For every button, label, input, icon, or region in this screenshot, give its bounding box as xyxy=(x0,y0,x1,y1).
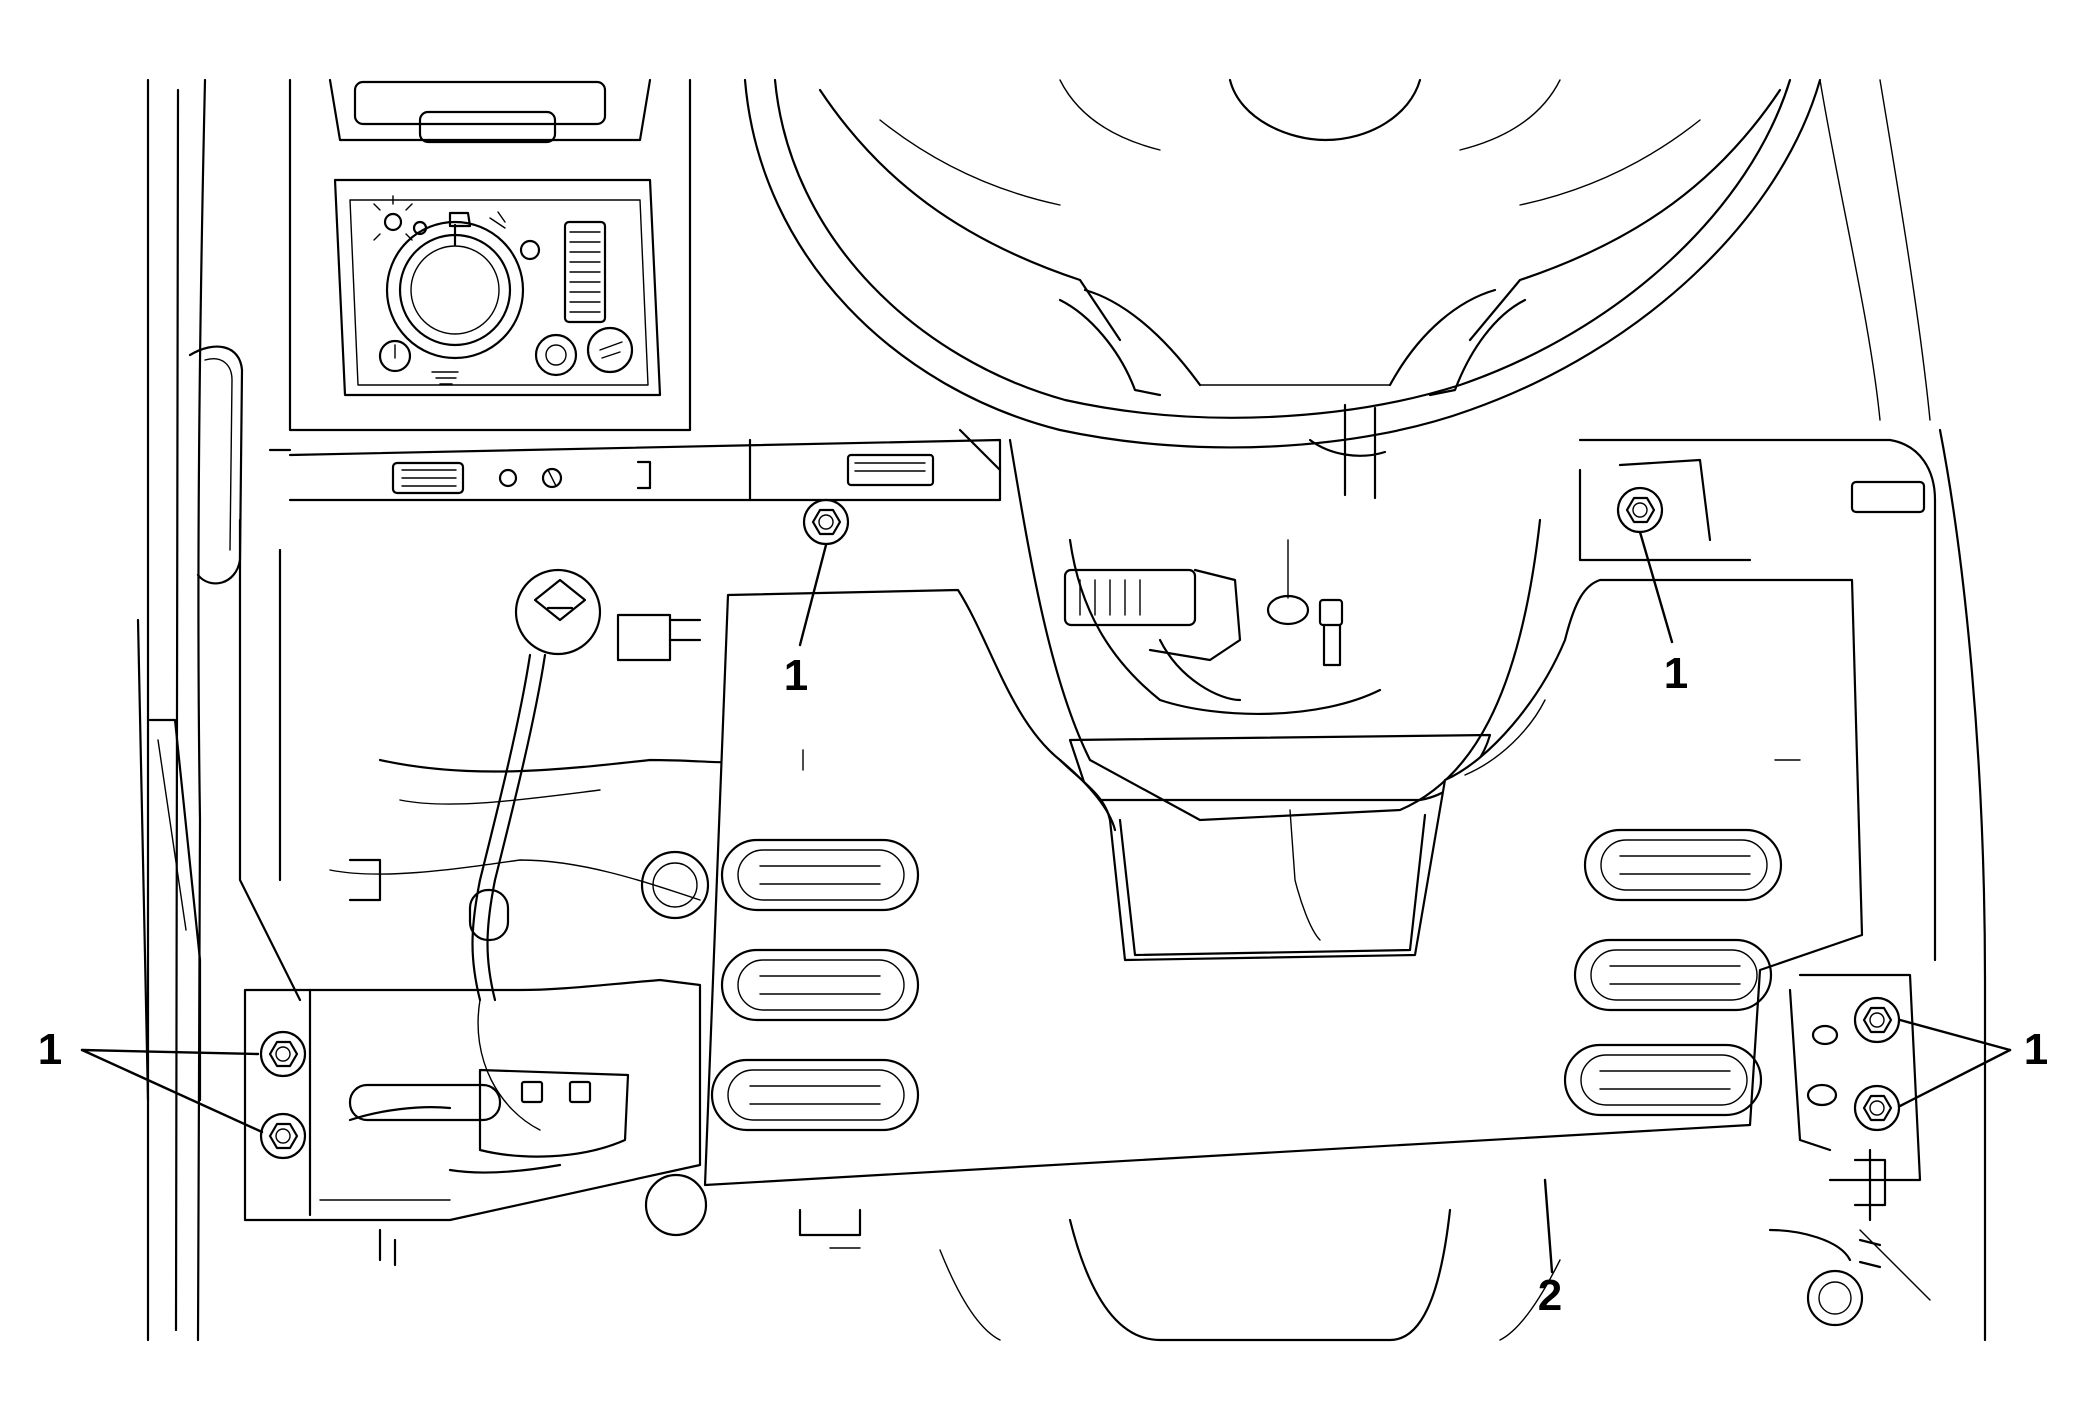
callout-nuts-left-pair: 1 xyxy=(38,1025,62,1074)
fastener-nut-icon xyxy=(259,1030,307,1078)
callout-nuts-right-pair: 1 xyxy=(2024,1025,2048,1074)
fastener-nut-icon xyxy=(1853,996,1901,1044)
fastener-nut-icon xyxy=(802,498,850,546)
left-bracket xyxy=(243,978,702,1222)
lower-structure xyxy=(238,518,1864,1342)
callout-nut-top-right: 1 xyxy=(1664,649,1688,698)
fog-lamp-icon xyxy=(534,333,578,377)
steering-wheel xyxy=(743,78,1822,500)
callout-nut-top-left: 1 xyxy=(784,651,808,700)
right-bracket xyxy=(1788,973,1931,1301)
headlamp-switch-knob-icon xyxy=(385,220,525,360)
harness-clip-icon xyxy=(514,568,602,656)
callout-panel: 2 xyxy=(1538,1271,1562,1320)
headlamp-switch-panel xyxy=(288,78,692,432)
fastener-nut-icon xyxy=(259,1112,307,1160)
leader-lines xyxy=(80,530,2012,1274)
left-vent-slots xyxy=(710,838,920,1132)
wiring-harness xyxy=(471,568,702,1131)
knee-bolster-panel xyxy=(703,578,1864,1187)
fastener-nuts xyxy=(259,486,1901,1160)
right-vent-slots xyxy=(1563,828,1783,1117)
fastener-nut-icon xyxy=(1616,486,1664,534)
dash-support-bar xyxy=(268,428,1002,502)
right-side-trim xyxy=(1578,79,1987,1342)
dimmer-icon xyxy=(563,220,607,324)
callout-labels: 1 1 1 1 2 xyxy=(38,649,2048,1320)
left-side-trim xyxy=(136,78,244,1342)
fastener-nut-icon xyxy=(1853,1084,1901,1132)
